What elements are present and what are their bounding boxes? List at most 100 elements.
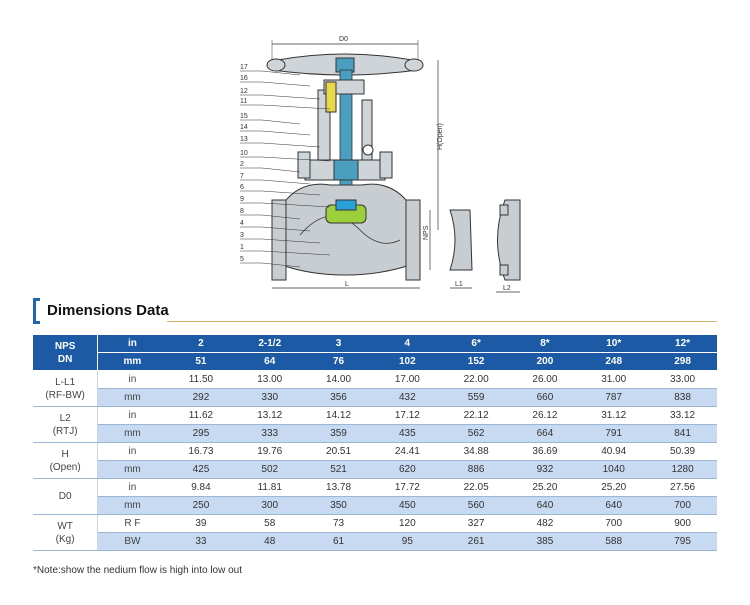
header-size-in: 12* [648, 335, 717, 353]
part-number-label: 5 [240, 256, 244, 263]
header-size-in: 10* [579, 335, 649, 353]
value-cell: 48 [235, 532, 305, 551]
value-cell: 61 [304, 532, 373, 551]
part-number-label: 2 [240, 161, 244, 168]
footnote: *Note:show the nedium flow is high into … [33, 565, 243, 576]
param-label: L2(RTJ) [33, 406, 99, 443]
dim-nps-label: NPS [423, 225, 430, 240]
value-cell: 327 [441, 514, 511, 533]
value-cell: 22.12 [441, 406, 511, 425]
param-label: H(Open) [33, 442, 99, 479]
part-number-label: 15 [240, 113, 248, 120]
value-cell: 791 [579, 424, 649, 443]
value-cell: 39 [166, 514, 236, 533]
value-cell: 26.12 [510, 406, 580, 425]
value-cell: 24.41 [372, 442, 442, 461]
param-name: D0 [58, 491, 72, 502]
section-title: Dimensions Data [47, 302, 169, 319]
header-nps-dn: NPS DN [33, 335, 99, 371]
value-cell: 31.00 [579, 370, 649, 389]
value-cell: 33.00 [648, 370, 717, 389]
part-number-label: 14 [240, 124, 248, 131]
header-size-mm: 102 [372, 352, 442, 371]
param-label: WT(Kg) [33, 514, 99, 551]
value-cell: 31.12 [579, 406, 649, 425]
callout-leader [261, 104, 331, 110]
header-nps: NPS [54, 340, 76, 352]
unit-cell: mm [97, 424, 167, 443]
value-cell: 588 [579, 532, 649, 551]
valve-body [271, 183, 421, 281]
value-cell: 14.00 [304, 370, 373, 389]
value-cell: 333 [235, 424, 305, 443]
callout-leader [261, 94, 321, 100]
header-size-in: 6* [441, 335, 511, 353]
value-cell: 1040 [579, 460, 649, 479]
value-cell: 11.81 [235, 478, 305, 497]
unit-cell: mm [97, 496, 167, 515]
value-cell: 19.76 [235, 442, 305, 461]
value-cell: 50.39 [648, 442, 717, 461]
value-cell: 20.51 [304, 442, 373, 461]
callout-leader [261, 70, 301, 76]
header-dn: DN [57, 353, 73, 365]
part-number-label: 17 [240, 64, 248, 71]
unit-cell: in [97, 478, 167, 497]
part-number-label: 16 [240, 75, 248, 82]
callout-leader [261, 226, 311, 232]
unit-cell: in [97, 442, 167, 461]
value-cell: 620 [372, 460, 442, 479]
part-number-label: 6 [240, 184, 244, 191]
header-size-in: 4 [372, 335, 442, 353]
header-size-mm: 64 [235, 352, 305, 371]
part-number-label: 1 [240, 244, 244, 251]
value-cell: 559 [441, 388, 511, 407]
value-cell: 26.00 [510, 370, 580, 389]
value-cell: 40.94 [579, 442, 649, 461]
part-number-label: 4 [240, 220, 244, 227]
heading-rule [167, 321, 717, 322]
value-cell: 17.72 [372, 478, 442, 497]
value-cell: 841 [648, 424, 717, 443]
callout-leader [261, 142, 321, 148]
header-unit-mm: mm [97, 352, 167, 371]
value-cell: 22.00 [441, 370, 511, 389]
value-cell: 900 [648, 514, 717, 533]
dim-l1: L1 [450, 281, 472, 289]
value-cell: 261 [441, 532, 511, 551]
value-cell: 350 [304, 496, 373, 515]
param-subname: (Open) [49, 461, 81, 473]
end-details [449, 199, 521, 281]
callout-leader [261, 81, 311, 87]
value-cell: 432 [372, 388, 442, 407]
value-cell: 700 [648, 496, 717, 515]
value-cell: 795 [648, 532, 717, 551]
value-cell: 16.73 [166, 442, 236, 461]
value-cell: 11.62 [166, 406, 236, 425]
value-cell: 886 [441, 460, 511, 479]
header-size-mm: 248 [579, 352, 649, 371]
value-cell: 562 [441, 424, 511, 443]
dim-l-label: L [345, 281, 349, 288]
header-size-mm: 51 [166, 352, 236, 371]
callout-leader [261, 130, 311, 136]
value-cell: 17.12 [372, 406, 442, 425]
unit-cell: R F [97, 514, 167, 533]
value-cell: 13.12 [235, 406, 305, 425]
value-cell: 560 [441, 496, 511, 515]
param-subname: (RF-BW) [45, 389, 85, 401]
unit-cell: mm [97, 388, 167, 407]
header-size-mm: 298 [648, 352, 717, 371]
bonnet [297, 151, 393, 181]
value-cell: 295 [166, 424, 236, 443]
part-number-label: 9 [240, 196, 244, 203]
handwheel [266, 53, 424, 76]
